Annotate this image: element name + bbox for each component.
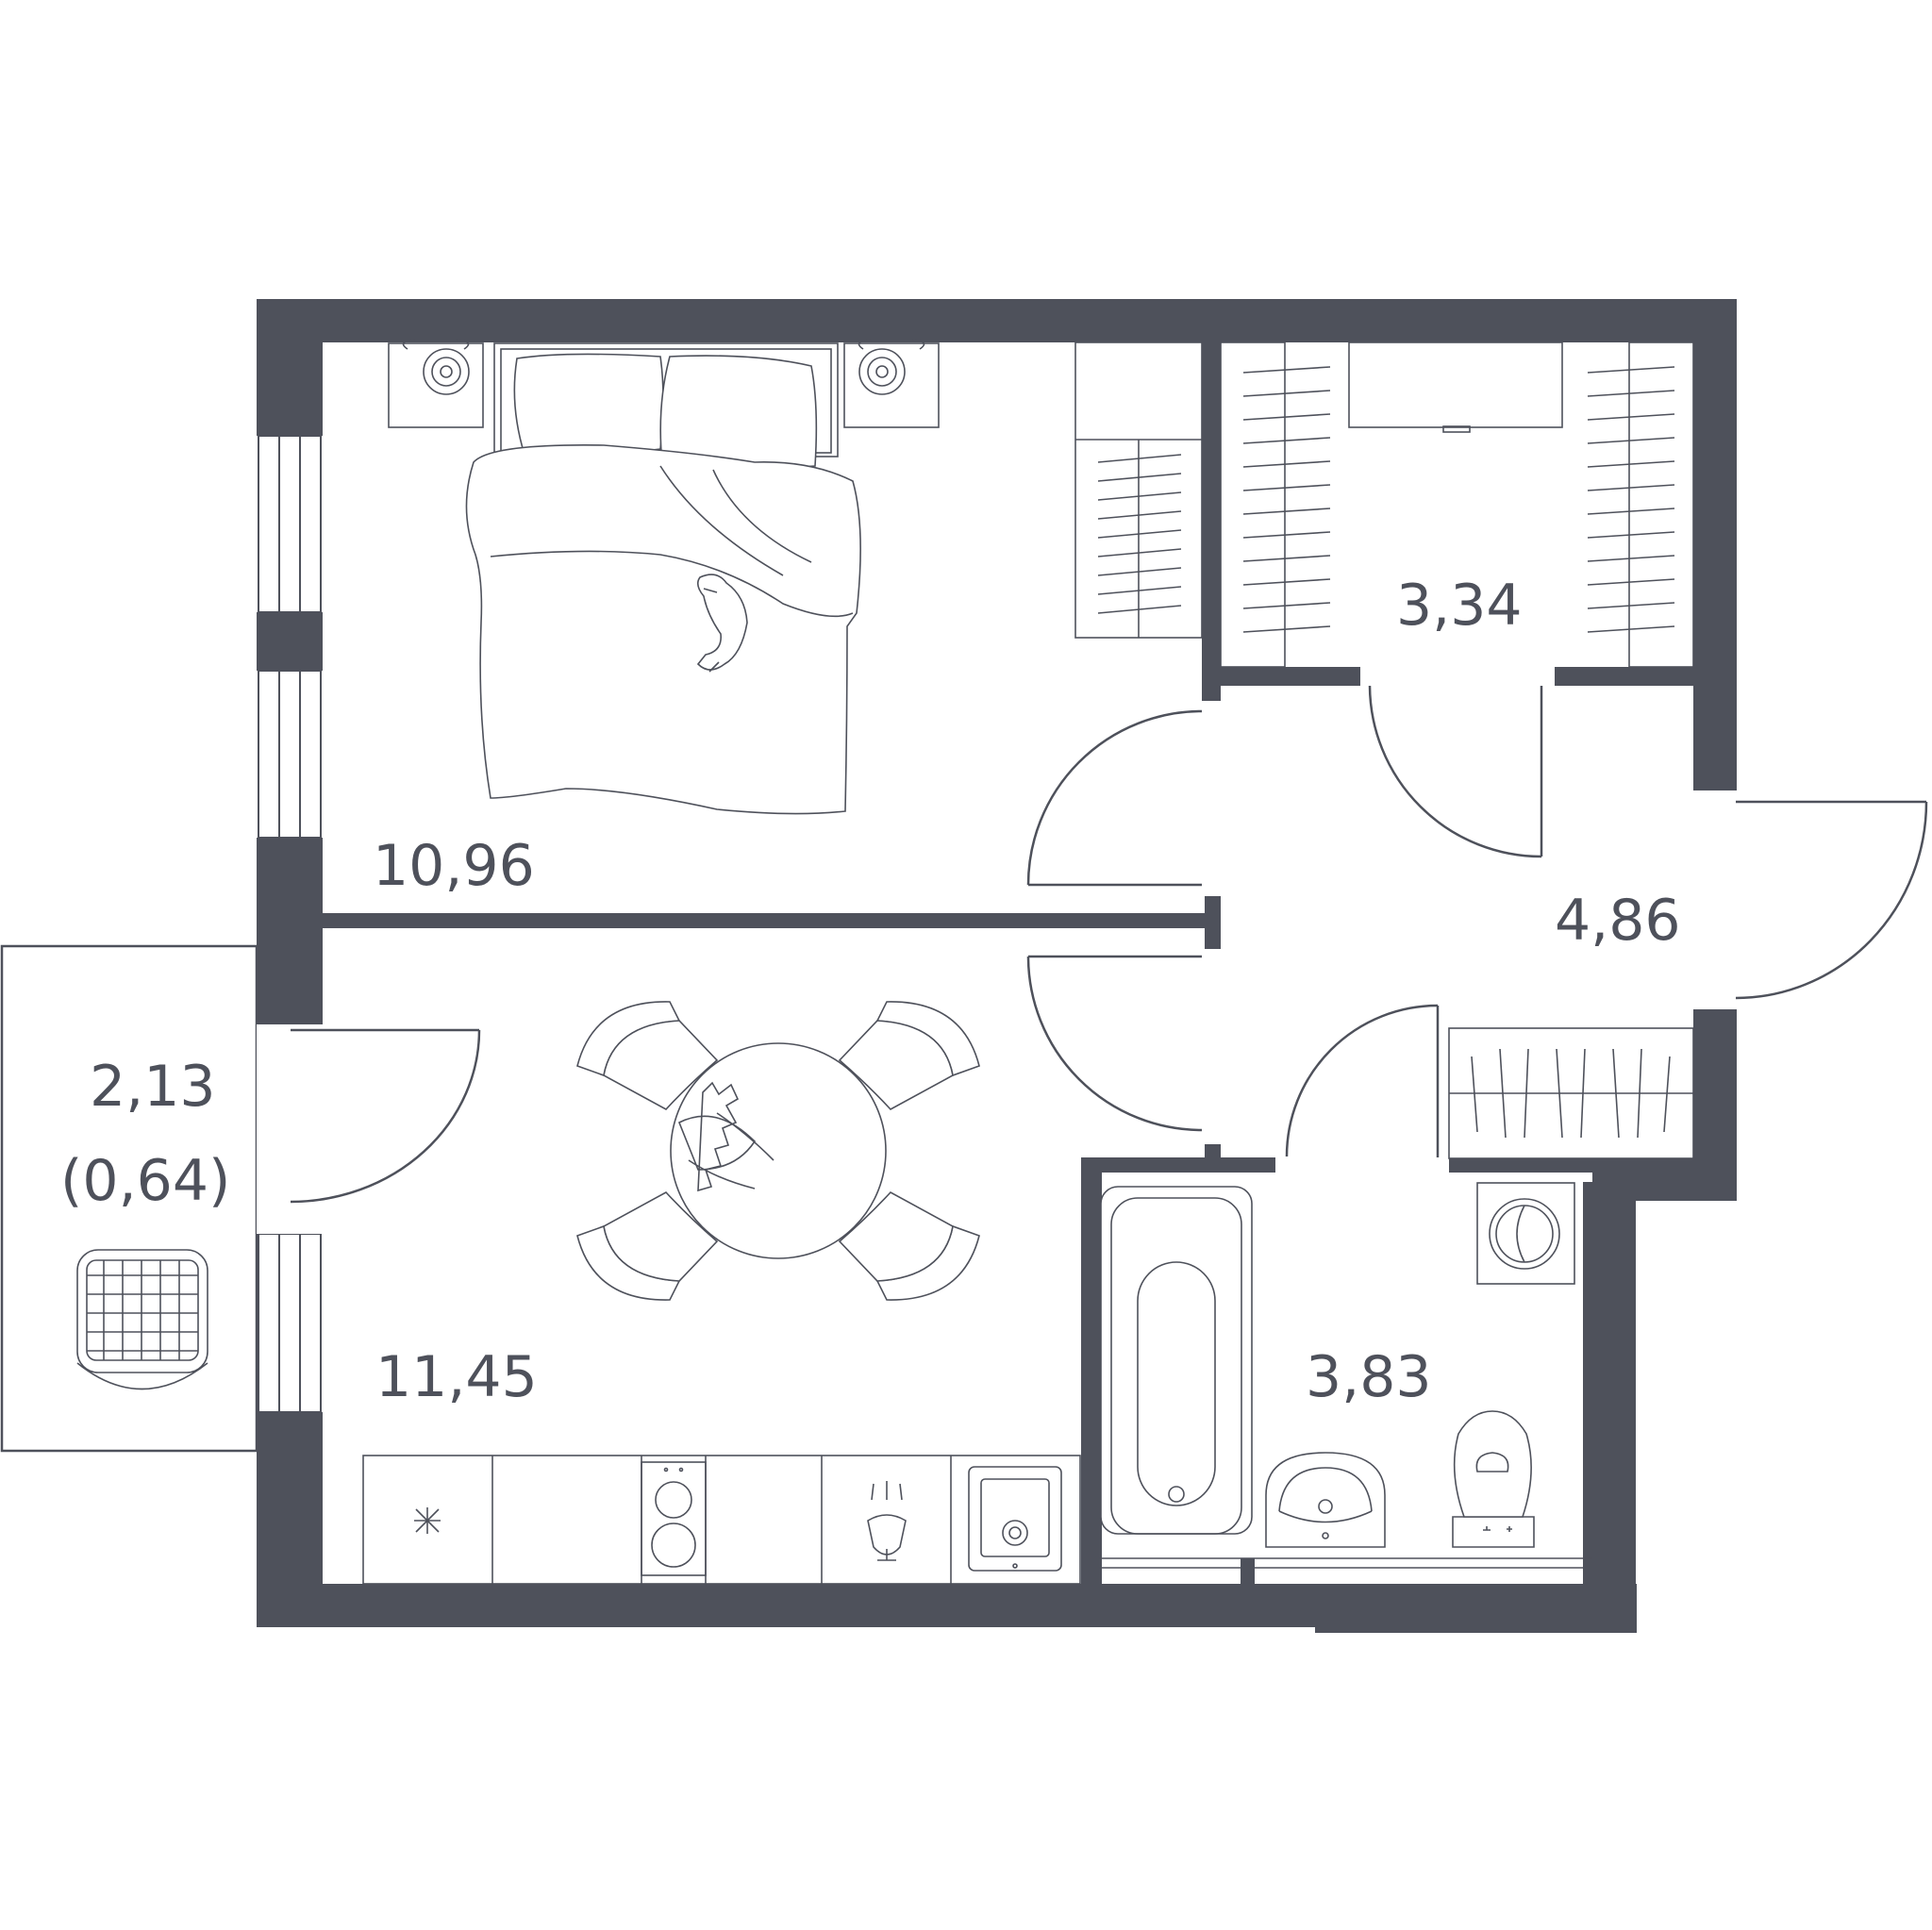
- nightstand-right: [843, 339, 940, 428]
- kitchen-living: 11,45: [362, 955, 1203, 1585]
- dining-table: [576, 1001, 980, 1301]
- bedroom: 10,96: [373, 339, 1203, 899]
- hallway-area-label: 4,86: [1555, 888, 1681, 954]
- double-bed: [465, 342, 861, 815]
- fridge-icon: [414, 1507, 441, 1534]
- chair: [576, 1190, 719, 1301]
- balcony-area-label: 2,13: [90, 1054, 216, 1120]
- bedroom-area-label: 10,96: [373, 833, 535, 899]
- dishwasher-icon: [867, 1481, 907, 1561]
- walls: [257, 299, 1737, 1633]
- chair: [838, 1190, 980, 1301]
- bedroom-wardrobe: [1074, 341, 1203, 639]
- balcony-reduced-area-label: (0,64): [60, 1148, 230, 1214]
- sink-icon: [968, 1466, 1062, 1572]
- bathroom-area-label: 3,83: [1306, 1344, 1432, 1410]
- balcony: [0, 944, 481, 1453]
- bathtub-icon: [1100, 1186, 1253, 1535]
- hallway: 4,86: [1448, 800, 1928, 1159]
- kitchen-counter: [362, 1455, 1081, 1585]
- bathroom: 3,83: [1100, 1004, 1592, 1584]
- washbasin-icon: [1265, 1452, 1386, 1548]
- laundry-basket-icon: [76, 1249, 208, 1390]
- chair: [838, 1001, 980, 1111]
- wardrobe-area-label: 3,34: [1396, 573, 1523, 639]
- wardrobe-room: 3,34: [1220, 341, 1694, 858]
- cooktop-icon: [641, 1461, 707, 1576]
- chair: [576, 1001, 719, 1111]
- kitchen-living-area-label: 11,45: [375, 1344, 538, 1410]
- nightstand-left: [388, 339, 484, 428]
- toilet-icon: [1452, 1410, 1535, 1548]
- washing-machine-icon: [1476, 1182, 1575, 1285]
